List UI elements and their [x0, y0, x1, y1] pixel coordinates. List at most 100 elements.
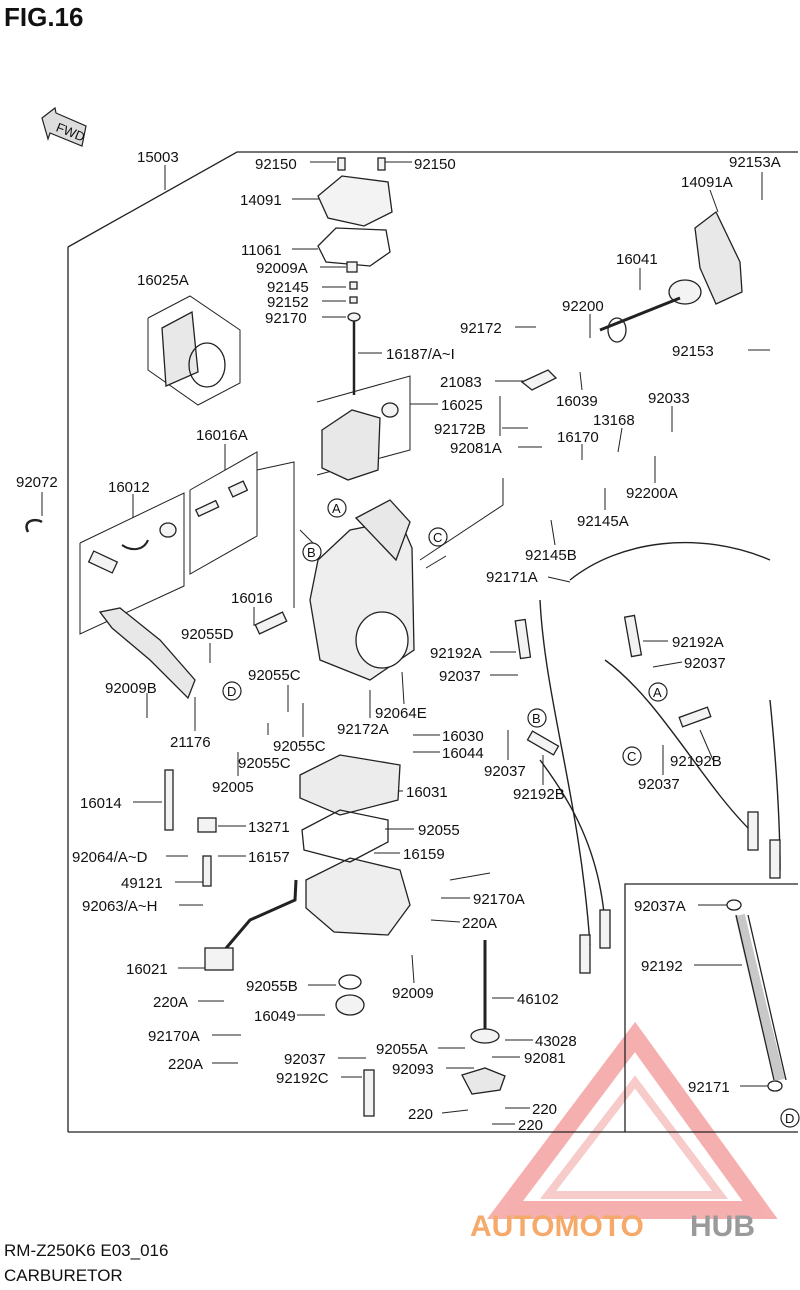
part-label: 92170A [473, 891, 525, 908]
part-label: 220A [153, 994, 188, 1011]
part-label: 92200 [562, 298, 604, 315]
part-label: 92081A [450, 440, 502, 457]
part-label: 92081 [524, 1050, 566, 1067]
part-label: 16039 [556, 393, 598, 410]
part-label: 92037 [284, 1051, 326, 1068]
model-code: RM-Z250K6 E03_016 [4, 1241, 169, 1260]
jet-part [349, 281, 358, 290]
part-label: 16025 [441, 397, 483, 414]
top-gasket-part [317, 227, 391, 267]
part-label: 13168 [593, 412, 635, 429]
cable-part [569, 541, 771, 581]
part-label: 16025A [137, 272, 189, 289]
lever-part [520, 369, 558, 391]
part-label: 16031 [406, 784, 448, 801]
section-name: CARBURETOR [4, 1266, 123, 1285]
part-label: 92172B [434, 421, 486, 438]
part-label: 46102 [517, 991, 559, 1008]
part-label: 92055A [376, 1041, 428, 1058]
washer-part [347, 312, 361, 322]
part-label: 92171 [688, 1079, 730, 1096]
part-label: 92153 [672, 343, 714, 360]
part-label: 92064E [375, 705, 427, 722]
part-label: 92009B [105, 680, 157, 697]
callout-letter: D [785, 1111, 794, 1126]
part-label: 92005 [212, 779, 254, 796]
callout-markers [222, 498, 800, 1128]
callout-letters: A B C A B C D D [227, 501, 794, 1126]
part-label: 92064/A~D [72, 849, 148, 866]
part-label: 92150 [255, 156, 297, 173]
fwd-arrow-icon: FWD [41, 106, 87, 147]
part-label: 14091A [681, 174, 733, 191]
part-label: 92072 [16, 474, 58, 491]
part-label: 92145B [525, 547, 577, 564]
side-cover-part [694, 210, 743, 305]
jet-part [349, 296, 358, 304]
part-label: 16044 [442, 745, 484, 762]
callout-letter: D [227, 684, 236, 699]
part-label: 21083 [440, 374, 482, 391]
callout-letter: A [653, 685, 662, 700]
part-label: 92152 [267, 294, 309, 311]
part-label: 92170A [148, 1028, 200, 1045]
plug-part [335, 994, 365, 1016]
part-label: 92037 [684, 655, 726, 672]
part-label: 92009A [256, 260, 308, 277]
callout-letter: C [433, 530, 442, 545]
top-cover-part [317, 175, 393, 227]
part-label: 92055C [238, 755, 291, 772]
part-label: 92055C [248, 667, 301, 684]
part-label: 92170 [265, 310, 307, 327]
part-label: 92037 [638, 776, 680, 793]
part-label: 92055D [181, 626, 234, 643]
jet-part [346, 261, 358, 273]
callout-letter: A [332, 501, 341, 516]
part-label: 92037 [484, 763, 526, 780]
part-label: 16016A [196, 427, 248, 444]
callout-letter: C [627, 749, 636, 764]
assembly-frame [67, 151, 798, 1133]
carburetor-parts [25, 157, 787, 1117]
part-label: 43028 [535, 1033, 577, 1050]
part-label: 92063/A~H [82, 898, 157, 915]
callout-letter: B [532, 711, 541, 726]
part-label: 92093 [392, 1061, 434, 1078]
watermark-logo [486, 1021, 778, 1219]
part-label: 16041 [616, 251, 658, 268]
part-label: 92145A [577, 513, 629, 530]
diaphragm-part [470, 1028, 500, 1044]
watermark-text: AUTOMOTO HUB [470, 1210, 755, 1243]
part-label: 92009 [392, 985, 434, 1002]
part-label: 15003 [137, 149, 179, 166]
watermark-part2: HUB [690, 1210, 755, 1243]
part-label: 92145 [267, 279, 309, 296]
part-label: 16016 [231, 590, 273, 607]
part-label: 92192 [641, 958, 683, 975]
part-label: 92200A [626, 485, 678, 502]
bowl-gasket-part [301, 809, 389, 863]
float-bowl-part [305, 857, 411, 936]
part-label: 21176 [170, 734, 211, 751]
part-label: 16049 [254, 1008, 296, 1025]
part-label: 11061 [241, 242, 282, 259]
part-label: 92171A [486, 569, 538, 586]
part-label: 92153A [729, 154, 781, 171]
watermark-part1: AUTOMOTO [470, 1210, 644, 1243]
part-label: 16030 [442, 728, 484, 745]
part-label: 92033 [648, 390, 690, 407]
callout-letter: B [307, 545, 316, 560]
gasket-16025a-part [161, 310, 199, 387]
part-label: 92055 [418, 822, 460, 839]
part-label: 92055C [273, 738, 326, 755]
part-label: 16021 [126, 961, 168, 978]
part-label: 13271 [248, 819, 290, 836]
throttle-slide-part [321, 409, 381, 481]
screw-part [377, 157, 386, 171]
leader-lines [41, 161, 770, 1125]
part-label: 92192A [430, 645, 482, 662]
part-label: 220 [408, 1106, 433, 1123]
part-label: 16012 [108, 479, 150, 496]
part-label: 16014 [80, 795, 122, 812]
